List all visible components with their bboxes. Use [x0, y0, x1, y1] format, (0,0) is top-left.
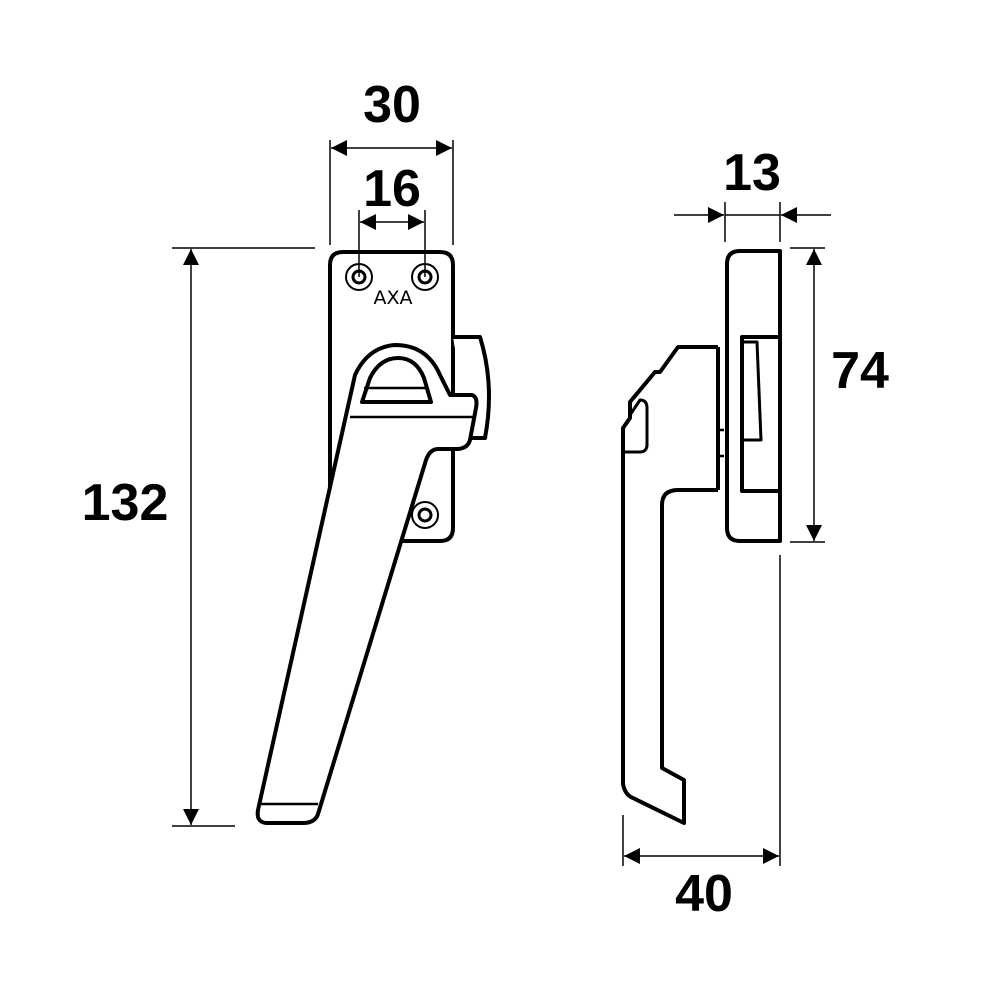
- dim-total-height: 132: [82, 474, 169, 532]
- brand-label: AXA: [373, 287, 412, 309]
- side-dimensions: [622, 202, 831, 866]
- side-slot: [740, 335, 780, 493]
- backplate-outline: [328, 250, 455, 543]
- side-spring: [744, 340, 763, 442]
- screw-hole-bottom: [411, 501, 439, 529]
- side-handle-grip: [624, 398, 649, 454]
- dim-plate-height: 74: [831, 342, 889, 400]
- cam-bump: [453, 335, 491, 440]
- dim-plate-depth: 13: [723, 144, 781, 202]
- dim-plate-width: 30: [363, 76, 421, 134]
- front-view: [255, 250, 491, 825]
- side-view: [621, 249, 782, 825]
- side-handle: [621, 345, 718, 825]
- side-backplate: [725, 249, 782, 543]
- handle-grip-window: [360, 356, 433, 404]
- front-dimensions: [172, 140, 454, 827]
- dim-total-depth: 40: [675, 865, 733, 923]
- handle-lever: [255, 343, 479, 825]
- dim-hole-spacing: 16: [363, 160, 421, 218]
